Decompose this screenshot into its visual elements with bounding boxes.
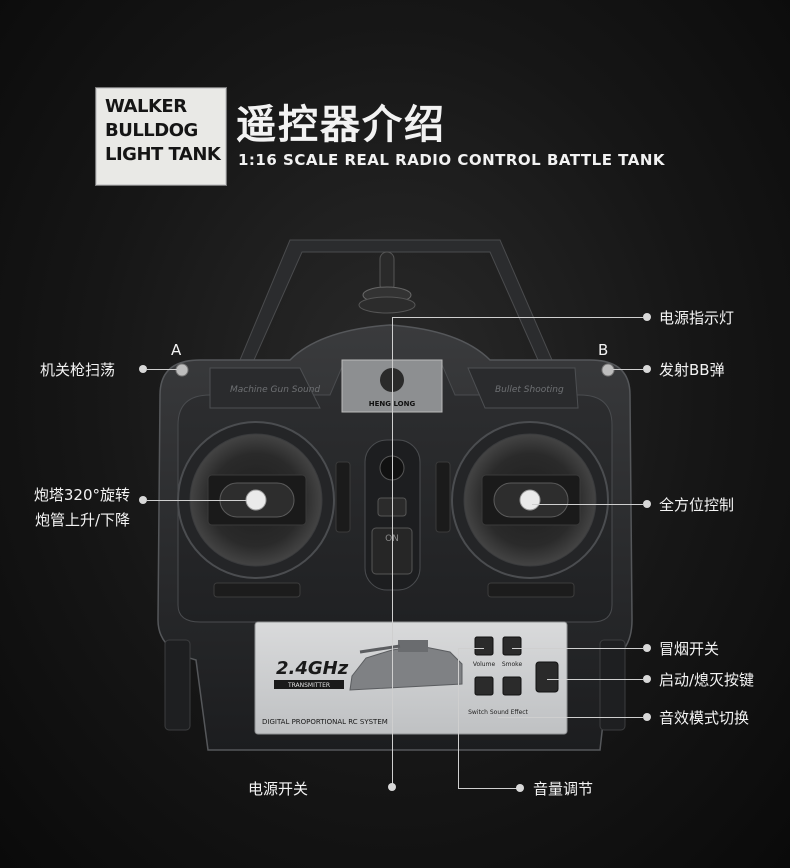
svg-text:Switch Sound Effect: Switch Sound Effect bbox=[468, 709, 528, 716]
button-a bbox=[175, 363, 189, 377]
left-joystick bbox=[177, 421, 335, 598]
callout-line-sound-mode bbox=[498, 717, 643, 718]
callout-dot-power-switch bbox=[388, 783, 396, 791]
callout-dot-mg-sweep bbox=[139, 365, 147, 373]
label-smoke-switch: 冒烟开关 bbox=[659, 640, 720, 658]
label-sound-mode: 音效模式切换 bbox=[659, 709, 750, 727]
svg-text:2.4GHz: 2.4GHz bbox=[276, 658, 349, 679]
label-letter-a: A bbox=[171, 341, 182, 359]
label-start-stop: 启动/熄灭按键 bbox=[659, 671, 755, 689]
callout-dot-fire-bb bbox=[643, 365, 651, 373]
label-turret-rotate: 炮塔320°旋转 bbox=[33, 486, 130, 504]
callout-line-turret bbox=[147, 500, 247, 501]
logo-line-1: WALKER bbox=[105, 96, 187, 117]
callout-line-start-stop bbox=[547, 679, 643, 680]
label-omni-control: 全方位控制 bbox=[659, 496, 735, 514]
callout-line-volume-bottom bbox=[458, 788, 518, 789]
svg-text:Bullet Shooting: Bullet Shooting bbox=[495, 385, 564, 395]
svg-text:Volume: Volume bbox=[473, 661, 496, 668]
callout-line-fire-bb bbox=[613, 369, 643, 370]
label-power-switch: 电源开关 bbox=[248, 780, 309, 798]
logo-line-3: LIGHT TANK bbox=[105, 144, 221, 165]
callout-dot-turret bbox=[139, 496, 147, 504]
callout-dot-start-stop bbox=[643, 675, 651, 683]
label-fire-bb: 发射BB弹 bbox=[659, 361, 725, 379]
antenna bbox=[358, 251, 416, 314]
label-panel: 2.4GHz TRANSMITTER DIGITAL PROPORTIONAL … bbox=[254, 621, 568, 735]
callout-dot-power-indicator bbox=[643, 313, 651, 321]
svg-text:TRANSMITTER: TRANSMITTER bbox=[287, 682, 330, 689]
callout-dot-volume bbox=[516, 784, 524, 792]
callout-dot-smoke bbox=[643, 644, 651, 652]
label-barrel-updown: 炮管上升/下降 bbox=[34, 511, 130, 529]
button-b bbox=[601, 363, 615, 377]
callout-dot-omni bbox=[643, 500, 651, 508]
right-joystick bbox=[451, 421, 609, 598]
callout-line-volume-v bbox=[458, 648, 459, 788]
svg-text:Machine Gun Sound: Machine Gun Sound bbox=[230, 385, 320, 395]
label-power-indicator: 电源指示灯 bbox=[659, 309, 735, 327]
label-volume-adjust: 音量调节 bbox=[533, 780, 594, 798]
svg-text:Smoke: Smoke bbox=[502, 661, 523, 668]
brand-logo: WALKER BULLDOG LIGHT TANK bbox=[96, 88, 226, 185]
page-title: 遥控器介绍 bbox=[236, 102, 446, 148]
left-badge: Machine Gun Sound bbox=[209, 367, 321, 409]
svg-text:DIGITAL PROPORTIONAL RC SYSTEM: DIGITAL PROPORTIONAL RC SYSTEM bbox=[262, 718, 388, 726]
label-mg-sweep: 机关枪扫荡 bbox=[40, 361, 116, 379]
callout-line-power-indicator bbox=[392, 317, 644, 318]
logo-line-2: BULLDOG bbox=[105, 120, 198, 141]
callout-line-power-switch bbox=[392, 317, 393, 787]
callout-line-smoke bbox=[512, 648, 643, 649]
right-badge: Bullet Shooting bbox=[467, 367, 579, 409]
label-letter-b: B bbox=[598, 341, 609, 359]
callout-line-mg-sweep bbox=[147, 369, 177, 370]
callout-line-volume-top bbox=[458, 648, 484, 649]
callout-line-omni bbox=[532, 504, 643, 505]
callout-dot-sound-mode bbox=[643, 713, 651, 721]
page-subtitle: 1:16 SCALE REAL RADIO CONTROL BATTLE TAN… bbox=[238, 151, 666, 169]
